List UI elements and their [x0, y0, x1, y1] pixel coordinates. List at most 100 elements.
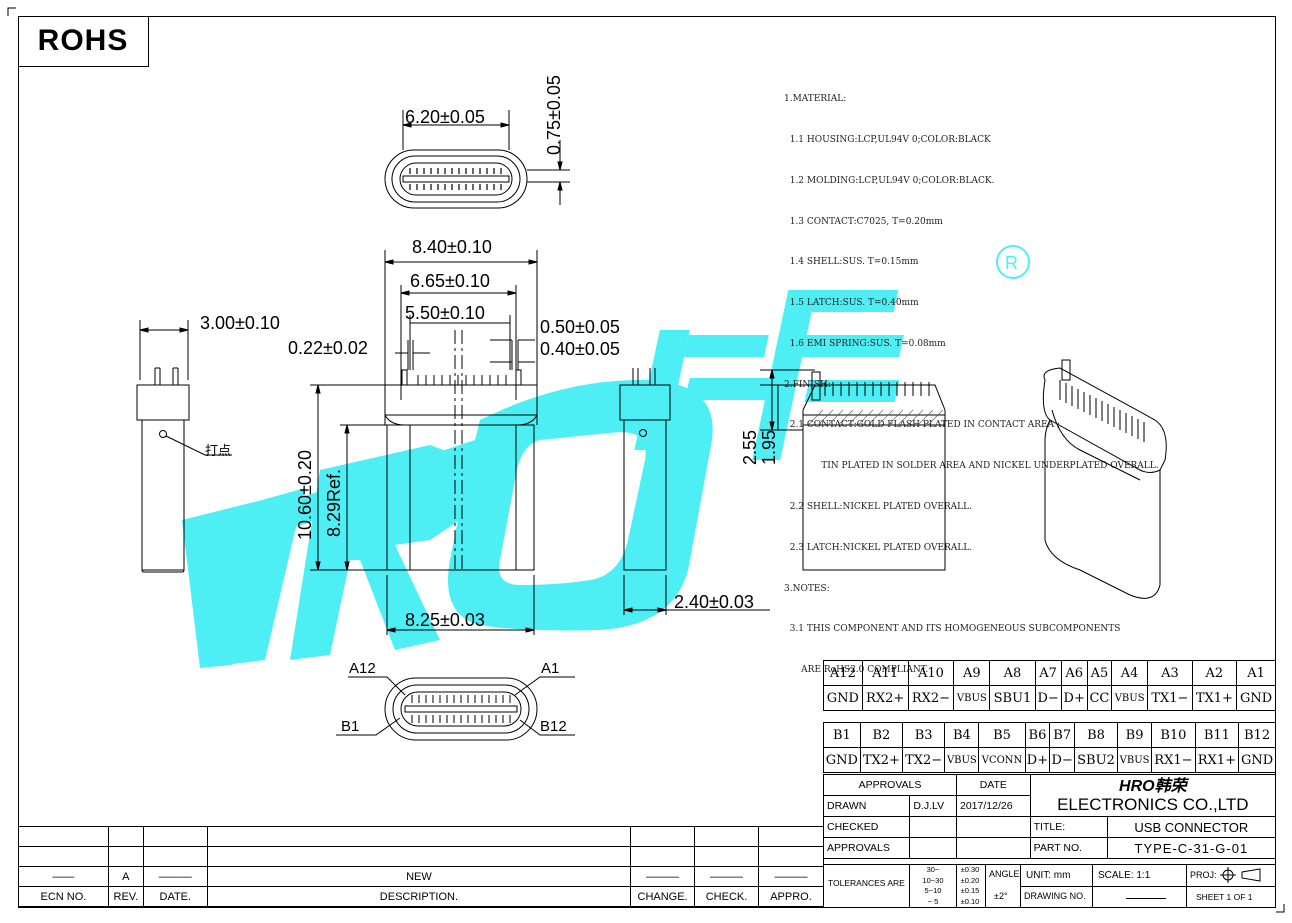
pin-cell: A7 — [1034, 660, 1062, 686]
drawn-by: D.J.LV — [909, 795, 957, 817]
note-line: 1.4 SHELL:SUS. T=0.15mm — [784, 257, 919, 268]
note-line: 2.3 LATCH:NICKEL PLATED OVERALL. — [784, 542, 973, 553]
pin-cell: B1 — [823, 722, 861, 748]
revision-description: NEW — [206, 866, 632, 887]
drawing-no-label: DRAWING NO. — [1024, 891, 1086, 901]
rev-header: ECN NO. — [18, 886, 109, 907]
pin-cell: A10 — [907, 660, 955, 686]
pin-cell: B3 — [902, 722, 946, 748]
dim-width-665: 6.65±0.10 — [410, 271, 490, 291]
front-view — [310, 250, 538, 635]
part-label: PART NO. — [1029, 837, 1108, 859]
tolerance-block: TOLERANCES ARE 30~ 10~30 5~10 ~ 5 ±0.30 … — [823, 864, 1276, 908]
pin-cell: B12 — [1238, 722, 1276, 748]
dim-195: 1.95 — [759, 429, 779, 465]
pin-cell: RX1+ — [1194, 747, 1240, 773]
pin-cell: A12 — [823, 660, 863, 686]
pin-cell: B6 — [1024, 722, 1051, 748]
pin-cell: D− — [1034, 685, 1062, 711]
pin-cell: SBU2 — [1074, 747, 1118, 773]
pin-cell: A6 — [1060, 660, 1088, 686]
note-line: TIN PLATED IN SOLDER AREA AND NICKEL UND… — [784, 461, 1159, 472]
dim-length-829: 8.29Ref. — [324, 468, 344, 537]
angle-value: ±2° — [994, 891, 1008, 901]
company-logo: HRO韩荣 — [1119, 777, 1187, 795]
rohs-label: ROHS — [18, 16, 149, 67]
pin-cell: RX2− — [907, 685, 955, 711]
left-side-view — [136, 320, 232, 573]
pin-cell: B10 — [1151, 722, 1196, 748]
pin-cell: A11 — [861, 660, 909, 686]
end-view-top — [384, 110, 570, 209]
rev-header: DATE. — [142, 886, 208, 907]
isometric-view — [1042, 359, 1167, 599]
dim-width-550: 5.50±0.10 — [405, 303, 485, 323]
pin-cell: GND — [823, 747, 861, 773]
pin-cell: A5 — [1086, 660, 1113, 686]
tol-range: ~ 5 — [927, 896, 939, 906]
pin-cell: A3 — [1147, 660, 1193, 686]
dim-width-825: 8.25±0.03 — [405, 610, 485, 630]
note-line: 3.NOTES: — [784, 583, 830, 594]
drawn-date: 2017/12/26 — [955, 795, 1031, 817]
pin-cell: GND — [1236, 685, 1276, 711]
pin-label-b1: B1 — [341, 718, 360, 735]
pin-cell: D− — [1049, 747, 1076, 773]
pin-cell: RX1− — [1151, 747, 1196, 773]
dim-side-300: 3.00±0.10 — [200, 313, 280, 333]
dim-040: 0.40±0.05 — [540, 339, 620, 359]
dim-255: 2.55 — [740, 429, 760, 465]
dim-022: 0.22±0.02 — [288, 338, 368, 358]
pin-cell: B5 — [978, 722, 1026, 748]
pin-cell: TX1− — [1147, 685, 1193, 711]
dim-length-1060: 10.60±0.20 — [295, 450, 315, 540]
note-line: 1.3 CONTACT:C7025, T=0.20mm — [784, 216, 943, 227]
approvals-label: APPROVALS — [822, 837, 911, 859]
pin-cell: VBUS — [944, 747, 980, 773]
part-number: TYPE-C-31-G-01 — [1106, 837, 1277, 859]
tol-value: ±0.30 — [960, 865, 980, 874]
pin-cell: B7 — [1049, 722, 1076, 748]
note-line: 1.6 EMI SPRING:SUS. T=0.08mm — [784, 338, 946, 349]
rev-header: CHANGE. — [630, 886, 696, 907]
tol-range: 10~30 — [922, 875, 944, 885]
section-view — [760, 369, 946, 571]
tol-range: 30~ — [926, 865, 940, 874]
pin-cell: TX2+ — [859, 747, 904, 773]
note-line: 1.MATERIAL: — [784, 94, 847, 105]
company-cell: HRO韩荣 ELECTRONICS CO.,LTD — [1029, 774, 1277, 817]
note-line: 1.5 LATCH:SUS. T=0.40mm — [784, 298, 919, 309]
end-view-bottom — [336, 676, 575, 741]
angle-label: ANGLE — [989, 869, 1020, 879]
pin-cell: D+ — [1024, 747, 1051, 773]
marker-label: 打点 — [205, 444, 232, 459]
title-block: APPROVALS DATE HRO韩荣 ELECTRONICS CO.,LTD… — [822, 774, 1277, 859]
pin-cell: TX1+ — [1191, 685, 1238, 711]
pin-cell: D+ — [1060, 685, 1088, 711]
pin-label-a1: A1 — [541, 660, 560, 677]
checked-label: CHECKED — [822, 816, 911, 838]
pin-cell: VCONN — [978, 747, 1026, 773]
revision-rev: A — [107, 866, 144, 887]
pin-cell: B2 — [859, 722, 904, 748]
tolerance-label: TOLERANCES ARE — [828, 878, 905, 888]
pin-label-a12: A12 — [349, 660, 376, 677]
pin-cell: B4 — [944, 722, 980, 748]
tol-value: ±0.10 — [960, 896, 980, 906]
dim-width-shell: 6.20±0.05 — [405, 107, 485, 127]
tol-value: ±0.15 — [960, 886, 980, 895]
pin-cell: VBUS — [1116, 747, 1153, 773]
dim-width-overall: 8.40±0.10 — [412, 237, 492, 257]
rev-header: CHECK. — [694, 886, 759, 907]
pin-cell: GND — [1238, 747, 1276, 773]
scale-label: SCALE: 1:1 — [1098, 870, 1151, 881]
pin-cell: A4 — [1111, 660, 1149, 686]
dim-thickness-240: 2.40±0.03 — [674, 592, 754, 612]
pin-cell: B11 — [1194, 722, 1240, 748]
